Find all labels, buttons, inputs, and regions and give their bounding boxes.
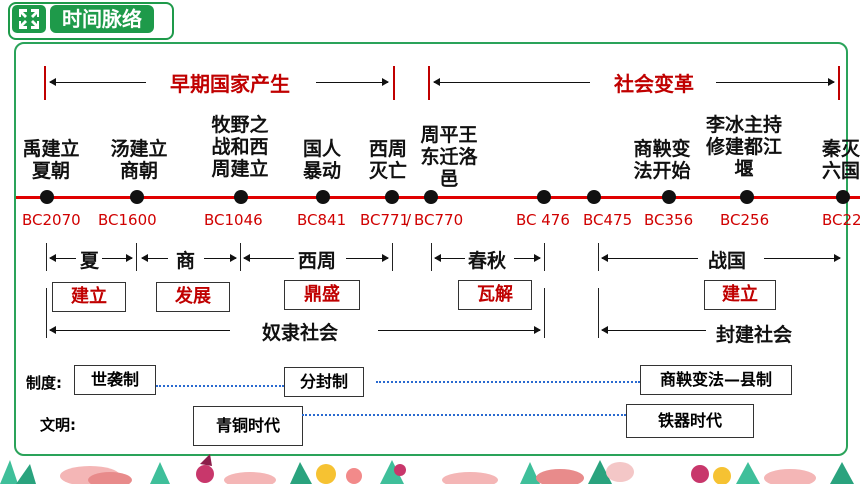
date-label: BC256 — [720, 211, 770, 229]
civ-box-iron: 铁器时代 — [626, 404, 754, 438]
period-arrow-right — [316, 78, 389, 86]
date-label: BC2070 — [22, 211, 81, 229]
dynasty-arrow — [102, 254, 133, 262]
event-dot — [740, 190, 754, 204]
dynasty-tick — [431, 243, 432, 271]
period-tick — [44, 66, 46, 100]
event-dot — [385, 190, 399, 204]
civ-connector — [302, 414, 626, 416]
dynasty-arrow — [204, 254, 237, 262]
civilization-label: 文明: — [40, 416, 76, 434]
dynasty-tick — [136, 243, 137, 271]
dynasty-arrow — [243, 254, 294, 262]
society-arrow — [601, 326, 706, 334]
event-dot — [316, 190, 330, 204]
floral-decoration — [0, 454, 854, 484]
section-icon — [12, 5, 46, 33]
event-label-shangyang: 商鞅变 法开始 — [633, 138, 691, 182]
period-arrow-left — [49, 78, 146, 86]
event-label-shang: 汤建立 商朝 — [110, 138, 168, 182]
date-label: / — [406, 211, 412, 229]
stage-box-dingsheng: 鼎盛 — [284, 280, 360, 310]
page-title: 时间脉络 — [50, 5, 154, 33]
dynasty-arrow — [601, 254, 698, 262]
event-label-xizhou-fall: 西周 灭亡 — [368, 138, 407, 182]
date-label: BC841 — [297, 211, 347, 229]
society-arrow — [378, 326, 541, 334]
event-dot — [587, 190, 601, 204]
event-label-libing: 李冰主持 修建都江 堰 — [705, 114, 782, 180]
date-label: BC1600 — [98, 211, 157, 229]
dynasty-tick — [544, 243, 545, 271]
date-label: BC1046 — [204, 211, 263, 229]
event-label-muye: 牧野之 战和西 周建立 — [211, 114, 269, 180]
stage-box-fazhan: 发展 — [156, 282, 230, 312]
society-tick — [598, 288, 599, 338]
event-dot — [662, 190, 676, 204]
period-tick — [393, 66, 395, 100]
date-label: BC475 — [583, 211, 633, 229]
period-arrow-left — [433, 78, 590, 86]
dynasty-tick — [240, 243, 241, 271]
event-dot — [40, 190, 54, 204]
society-arrow — [49, 326, 230, 334]
dynasty-arrow — [49, 254, 76, 262]
dynasty-label-shang: 商 — [176, 250, 196, 272]
event-label-guoren: 国人 暴动 — [302, 138, 341, 182]
dynasty-arrow — [434, 254, 465, 262]
dynasty-arrow — [141, 254, 168, 262]
stage-box-wajie: 瓦解 — [458, 280, 532, 310]
dynasty-arrow — [764, 254, 841, 262]
period-label-early-state: 早期国家产生 — [170, 72, 290, 96]
period-label-social-change: 社会变革 — [614, 72, 694, 96]
event-label-xia: 禹建立 夏朝 — [22, 138, 80, 182]
system-connector — [376, 381, 640, 383]
timeline-axis — [16, 196, 860, 199]
system-connector — [156, 385, 284, 387]
event-dot — [130, 190, 144, 204]
civ-box-bronze: 青铜时代 — [193, 406, 303, 446]
period-arrow-right — [716, 78, 835, 86]
period-tick — [428, 66, 430, 100]
event-label-dongqian: 周平王 东迁洛 邑 — [420, 124, 478, 190]
date-label: BC 476 — [516, 211, 570, 229]
dynasty-tick — [392, 243, 393, 271]
stage-box-jianli-2: 建立 — [704, 280, 776, 310]
system-box-shixi: 世袭制 — [74, 365, 156, 395]
date-label: BC771 — [360, 211, 410, 229]
system-box-fenfeng: 分封制 — [284, 367, 364, 397]
date-label: BC356 — [644, 211, 694, 229]
event-dot — [537, 190, 551, 204]
society-label-slave: 奴隶社会 — [262, 322, 339, 344]
period-tick — [838, 66, 840, 100]
event-dot — [836, 190, 850, 204]
dynasty-arrow — [346, 254, 389, 262]
society-label-feudal: 封建社会 — [716, 324, 793, 346]
event-dot — [234, 190, 248, 204]
date-label: BC770 — [414, 211, 464, 229]
dynasty-label-xia: 夏 — [80, 250, 100, 272]
event-label-qin: 秦灭 六国 — [822, 138, 860, 182]
systems-label: 制度: — [26, 374, 62, 392]
dynasty-tick — [46, 243, 47, 271]
date-label: BC22 — [822, 211, 860, 229]
society-tick — [46, 288, 47, 338]
stage-box-jianli: 建立 — [52, 282, 126, 312]
dynasty-label-zhanguo: 战国 — [708, 250, 747, 272]
dynasty-label-xizhou: 西周 — [298, 250, 337, 272]
dynasty-arrow — [514, 254, 541, 262]
event-dot — [424, 190, 438, 204]
system-box-xianzhi: 商鞅变法—县制 — [640, 365, 792, 395]
dynasty-tick — [598, 243, 599, 271]
dynasty-label-chunqiu: 春秋 — [468, 250, 507, 272]
society-tick — [544, 288, 545, 338]
